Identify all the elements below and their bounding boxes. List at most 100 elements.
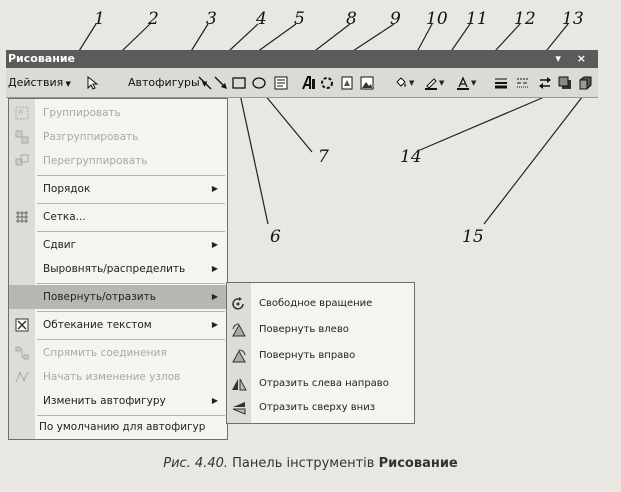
menu-item-label: Сдвиг	[43, 239, 77, 251]
menu-item-label: Сетка...	[43, 211, 86, 223]
chevron-down-icon: ▼	[199, 80, 208, 88]
menu-item-label: Разгруппировать	[43, 131, 139, 143]
flip-horizontal-icon	[232, 378, 247, 391]
toolbar-window-buttons[interactable]: ▾ ×	[555, 52, 592, 65]
caption-bold: Рисование	[378, 456, 458, 471]
grid-icon	[16, 211, 28, 223]
drawing-toolbar: Действия ▼ Автофигуры ▼ ▼	[6, 68, 598, 98]
menu-separator	[37, 339, 225, 340]
callout-6: 6	[270, 227, 281, 247]
menu-item-edit-points[interactable]: Начать изменение узлов	[9, 365, 227, 389]
submenu-arrow-icon: ▶	[211, 320, 218, 329]
callout-11: 11	[466, 9, 488, 29]
callout-15: 15	[462, 227, 484, 247]
callout-2: 2	[148, 9, 159, 29]
callout-14: 14	[400, 147, 422, 167]
oval-icon[interactable]	[252, 76, 266, 90]
menu-icon-strip	[9, 99, 35, 439]
menu-separator	[37, 203, 225, 204]
select-arrow-icon[interactable]	[86, 76, 100, 90]
menu-item-change-autoshape[interactable]: Изменить автофигуру ▶	[9, 389, 227, 413]
submenu-item-rotate-right[interactable]: Повернуть вправо	[227, 343, 414, 369]
menu-item-nudge[interactable]: Сдвиг ▶	[9, 233, 227, 257]
chevron-down-icon[interactable]: ▼	[409, 79, 415, 87]
rotate-right-icon	[232, 349, 246, 363]
picture-icon[interactable]	[360, 76, 374, 90]
callout-line-6	[239, 93, 269, 225]
toolbar-title: Рисование	[8, 52, 75, 65]
arrow-icon[interactable]	[214, 76, 228, 90]
free-rotate-icon	[232, 297, 244, 310]
callout-line-14	[419, 91, 557, 151]
menu-item-align-distribute[interactable]: Выровнять/распределить ▶	[9, 257, 227, 281]
chevron-down-icon[interactable]: ▼	[471, 79, 477, 87]
submenu-item-flip-horizontal[interactable]: Отразить слева направо	[227, 371, 414, 397]
submenu-item-free-rotate[interactable]: Свободное вращение	[227, 291, 414, 317]
callout-line-15	[483, 91, 587, 225]
arrow-style-icon[interactable]	[538, 76, 552, 90]
submenu-item-label: Свободное вращение	[259, 298, 373, 309]
line-color-icon[interactable]	[424, 76, 438, 90]
menu-item-ungroup[interactable]: Разгруппировать	[9, 125, 227, 149]
menu-item-regroup[interactable]: Перегруппировать	[9, 149, 227, 173]
textbox-icon[interactable]	[274, 76, 288, 90]
menu-item-label: Перегруппировать	[43, 155, 148, 167]
caption-prefix: Рис. 4.40.	[163, 456, 229, 471]
submenu-item-flip-vertical[interactable]: Отразить сверху вниз	[227, 395, 414, 421]
chevron-down-icon: ▼	[63, 80, 71, 88]
group-icon	[15, 106, 29, 120]
wordart-icon[interactable]	[302, 76, 316, 90]
clipart-icon[interactable]	[340, 76, 354, 90]
submenu-item-rotate-left[interactable]: Повернуть влево	[227, 317, 414, 343]
callout-1: 1	[94, 9, 105, 29]
submenu-item-label: Повернуть вправо	[259, 350, 356, 361]
menu-item-order[interactable]: Порядок ▶	[9, 177, 227, 201]
submenu-item-label: Отразить слева направо	[259, 378, 389, 389]
line-style-icon[interactable]	[494, 76, 508, 90]
reroute-connectors-icon	[15, 346, 29, 360]
font-color-icon[interactable]	[456, 76, 470, 90]
diagram-icon[interactable]	[320, 76, 334, 90]
callout-12: 12	[514, 9, 536, 29]
chevron-down-icon[interactable]: ▼	[439, 79, 445, 87]
actions-label: Действия	[8, 76, 64, 89]
3d-icon[interactable]	[578, 76, 592, 90]
menu-item-label: По умолчанию для автофигур	[39, 421, 206, 433]
menu-item-group[interactable]: Группировать	[9, 101, 227, 125]
menu-item-grid[interactable]: Сетка...	[9, 205, 227, 229]
menu-separator	[37, 231, 225, 232]
line-icon[interactable]	[198, 76, 212, 90]
submenu-arrow-icon: ▶	[211, 264, 218, 273]
submenu-arrow-icon: ▶	[211, 240, 218, 249]
menu-item-set-autoshape-defaults[interactable]: По умолчанию для автофигур	[9, 415, 227, 439]
submenu-item-label: Повернуть влево	[259, 324, 349, 335]
shadow-icon[interactable]	[558, 76, 572, 90]
edit-points-icon	[15, 371, 29, 383]
menu-item-reroute-connectors[interactable]: Спрямить соединения	[9, 341, 227, 365]
callout-13: 13	[562, 9, 584, 29]
toolbar-title-bar[interactable]: Рисование ▾ ×	[6, 50, 598, 68]
menu-item-label: Спрямить соединения	[43, 347, 167, 359]
dash-style-icon[interactable]	[516, 76, 530, 90]
menu-item-label: Группировать	[43, 107, 121, 119]
actions-menu: Группировать Разгруппировать Перегруппир…	[8, 98, 228, 440]
rectangle-icon[interactable]	[232, 76, 246, 90]
menu-item-text-wrapping[interactable]: Обтекание текстом ▶	[9, 313, 227, 337]
submenu-arrow-icon: ▶	[211, 184, 218, 193]
text-wrapping-icon	[15, 318, 29, 332]
callout-line-7	[263, 93, 313, 153]
autoshapes-menu-button[interactable]: Автофигуры ▼	[128, 74, 207, 92]
menu-separator	[37, 175, 225, 176]
rotate-left-icon	[232, 323, 246, 337]
callout-3: 3	[206, 9, 217, 29]
menu-item-rotate-flip[interactable]: Повернуть/отразить ▶	[9, 285, 227, 309]
callout-5: 5	[294, 9, 305, 29]
actions-menu-button[interactable]: Действия ▼	[8, 74, 71, 92]
caption-text: Панель інструментів	[228, 456, 379, 471]
menu-separator	[37, 311, 225, 312]
menu-item-label: Начать изменение узлов	[43, 371, 181, 383]
menu-item-label: Выровнять/распределить	[43, 263, 186, 275]
fill-color-icon[interactable]	[394, 76, 408, 90]
submenu-arrow-icon: ▶	[211, 396, 218, 405]
figure-caption: Рис. 4.40. Панель інструментів Рисование	[0, 456, 621, 471]
